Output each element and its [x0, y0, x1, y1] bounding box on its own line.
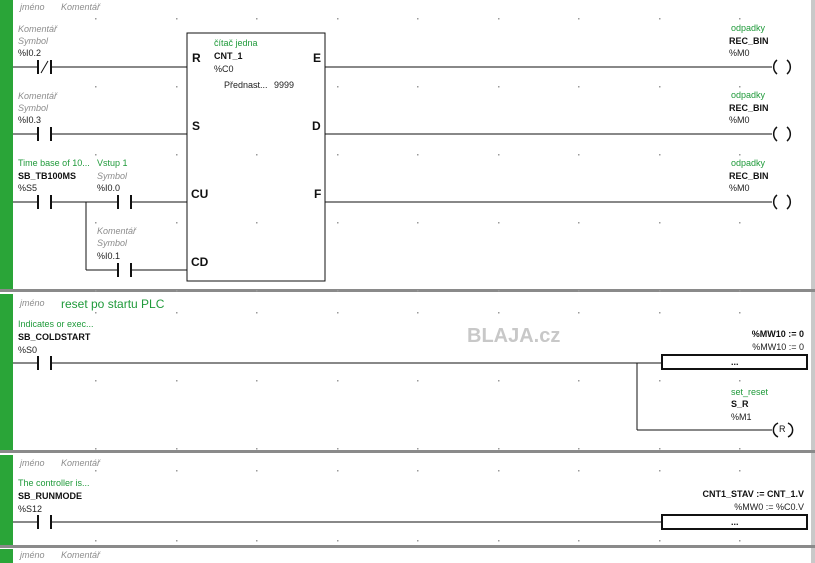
coil-address: %M0 [729, 48, 750, 58]
counter-preset-label: Přednast... [224, 80, 268, 90]
pin-f: F [314, 187, 322, 201]
contact-comment: Vstup 1 [97, 158, 128, 168]
contact-address: %S5 [18, 183, 38, 193]
coil-symbol: REC_BIN [729, 171, 769, 181]
rung-comment-label[interactable]: Komentář [61, 2, 101, 12]
contact-comment: Indicates or exec... [18, 319, 94, 329]
contact-symbol: Symbol [18, 103, 49, 113]
grid-dots [95, 18, 741, 542]
watermark: BLAJA.cz [467, 325, 561, 347]
contact-symbol: Symbol [18, 36, 49, 46]
contact-address: %I0.1 [97, 251, 121, 261]
pin-s: S [192, 119, 201, 133]
pin-r: R [192, 51, 201, 65]
rung-comment-label[interactable]: Komentář [61, 550, 101, 560]
coil-symbol: S_R [731, 399, 749, 409]
contact-no-i01[interactable] [85, 202, 187, 277]
operate-block-mw10[interactable] [661, 354, 808, 370]
right-rail [811, 0, 815, 289]
contact-no-s0[interactable] [13, 356, 662, 370]
contact-symbol: SB_RUNMODE [18, 491, 83, 501]
contact-address: %S0 [18, 345, 38, 355]
coil-address: %M1 [731, 412, 752, 422]
counter-preset-value[interactable]: 9999 [274, 80, 295, 90]
counter-name: CNT_1 [214, 51, 243, 61]
contact-comment: Time base of 10... [18, 158, 90, 168]
contact-symbol: Symbol [97, 238, 128, 248]
contact-no-i00[interactable] [117, 195, 187, 209]
operate-ellipsis: ... [731, 357, 739, 367]
contact-no-s5[interactable] [13, 195, 117, 209]
right-rail [811, 453, 815, 545]
pin-d: D [312, 119, 321, 133]
coil-address: %M0 [729, 183, 750, 193]
rung-separator [0, 289, 815, 292]
power-rail-rung1 [0, 0, 13, 289]
coil-comment: odpadky [731, 90, 766, 100]
operate-ellipsis: ... [731, 517, 739, 527]
contact-nc-i02[interactable] [13, 60, 187, 74]
contact-symbol: SB_COLDSTART [18, 332, 91, 342]
coil-symbol: REC_BIN [729, 103, 769, 113]
rung-name-label[interactable]: jméno [20, 298, 45, 308]
operate-expression: CNT1_STAV := CNT_1.V [702, 489, 804, 499]
rung-separator [0, 545, 815, 548]
contact-comment: Komentář [18, 24, 58, 34]
right-rail [811, 292, 815, 450]
counter-block[interactable] [186, 32, 326, 282]
coil-d[interactable] [772, 126, 792, 142]
contact-no-i03[interactable] [13, 127, 187, 141]
operate-expression: %MW10 := 0 [751, 329, 804, 339]
reset-coil-glyph: R [779, 424, 786, 434]
operate-block-cnt1[interactable] [661, 514, 808, 530]
pin-cu: CU [191, 187, 209, 201]
rung-name-label[interactable]: jméno [20, 458, 45, 468]
contact-no-s12[interactable] [13, 515, 662, 529]
contact-address: %S12 [18, 504, 43, 514]
contact-symbol: Symbol [97, 171, 128, 181]
power-rail-rung2 [0, 294, 13, 450]
pin-cd: CD [191, 255, 209, 269]
power-rail-rung3 [0, 455, 13, 545]
contact-address: %I0.2 [18, 48, 42, 58]
coil-symbol: REC_BIN [729, 36, 769, 46]
rung-name-label[interactable]: jméno [20, 2, 45, 12]
contact-address: %I0.0 [97, 183, 121, 193]
contact-comment: The controller is... [18, 478, 90, 488]
coil-comment: set_reset [731, 387, 769, 397]
contact-comment: Komentář [97, 226, 137, 236]
rung-comment[interactable]: reset po startu PLC [61, 297, 165, 311]
right-rail [811, 548, 815, 563]
rung-name-label[interactable]: jméno [20, 550, 45, 560]
contact-comment: Komentář [18, 91, 58, 101]
counter-address: %C0 [214, 64, 234, 74]
reset-coil[interactable]: R [770, 421, 796, 439]
coil-comment: odpadky [731, 23, 766, 33]
coil-f[interactable] [772, 194, 792, 210]
rung-comment-label[interactable]: Komentář [61, 458, 101, 468]
counter-comment: čítač jedna [214, 38, 258, 48]
operate-address-expression: %MW0 := %C0.V [734, 502, 804, 512]
coil-comment: odpadky [731, 158, 766, 168]
rung-separator [0, 450, 815, 453]
operate-address-expression: %MW10 := 0 [752, 342, 804, 352]
power-rail-rung4 [0, 549, 13, 563]
contact-symbol: SB_TB100MS [18, 171, 77, 181]
pin-e: E [313, 51, 322, 65]
contact-address: %I0.3 [18, 115, 42, 125]
coil-e[interactable] [772, 59, 792, 75]
coil-address: %M0 [729, 115, 750, 125]
